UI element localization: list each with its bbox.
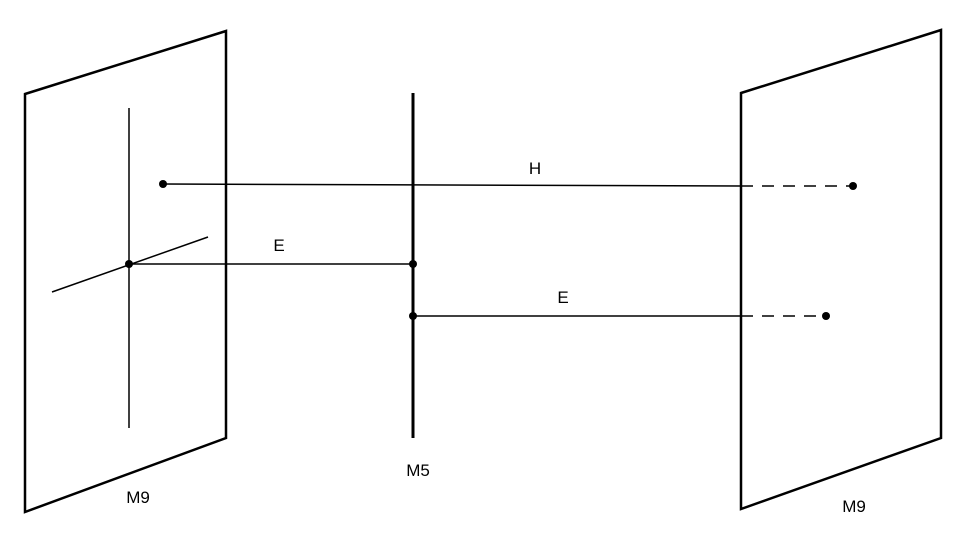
e-string-left-label: E xyxy=(273,236,284,255)
e-string-right-end-point xyxy=(822,312,830,320)
h-string-start-point xyxy=(159,180,167,188)
right-m9-plane xyxy=(739,28,943,511)
e-string-right-label: E xyxy=(557,288,568,307)
h-string-end-point xyxy=(849,182,857,190)
h-string-solid xyxy=(162,183,742,187)
e-string-left-start-point xyxy=(125,260,133,268)
right-brane-label: M9 xyxy=(842,497,866,516)
left-brane-label: M9 xyxy=(126,488,150,507)
e-string-left-end-point xyxy=(409,260,417,268)
h-string-label: H xyxy=(529,159,541,178)
left-m9-plane xyxy=(23,29,228,514)
e-string-right-start-point xyxy=(409,312,417,320)
middle-brane-label: M5 xyxy=(406,461,430,480)
